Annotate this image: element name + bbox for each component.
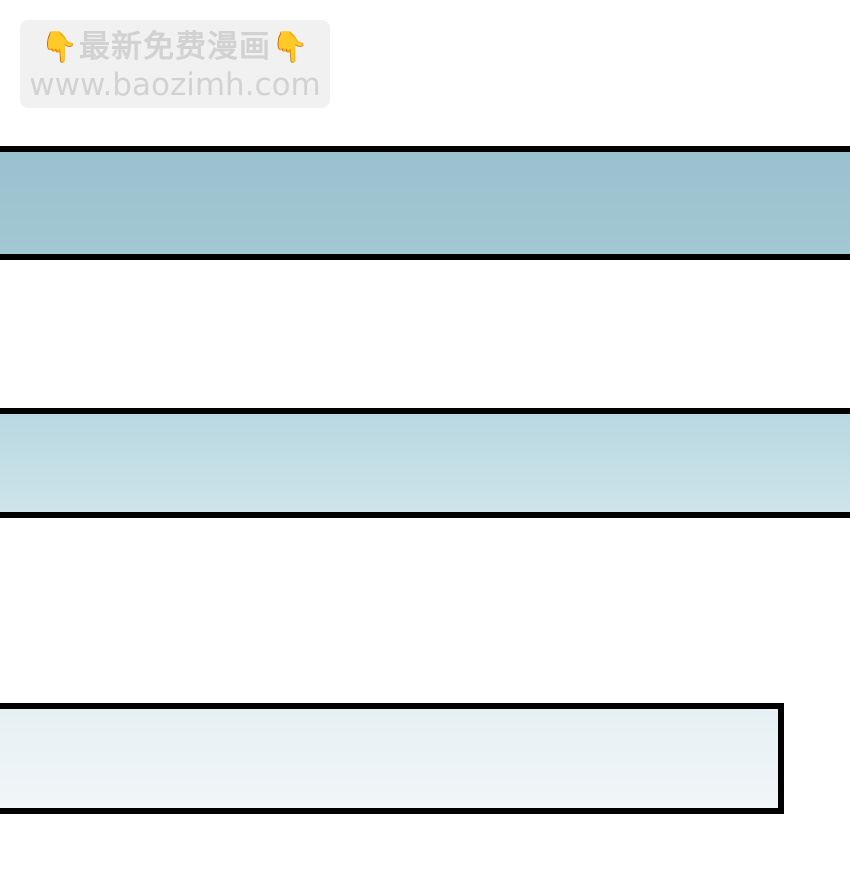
comic-panel-bottom xyxy=(0,703,784,814)
site-watermark: 👇最新免费漫画👇 www.baozimh.com xyxy=(20,20,330,108)
watermark-url: www.baozimh.com xyxy=(29,67,321,103)
pointing-down-hand-icon: 👇 xyxy=(271,30,310,65)
pointing-down-hand-icon: 👇 xyxy=(40,30,79,65)
watermark-title: 最新免费漫画 xyxy=(79,29,271,65)
comic-panel-middle xyxy=(0,408,850,518)
watermark-title-row: 👇最新免费漫画👇 xyxy=(20,28,330,67)
comic-panel-top xyxy=(0,146,850,260)
